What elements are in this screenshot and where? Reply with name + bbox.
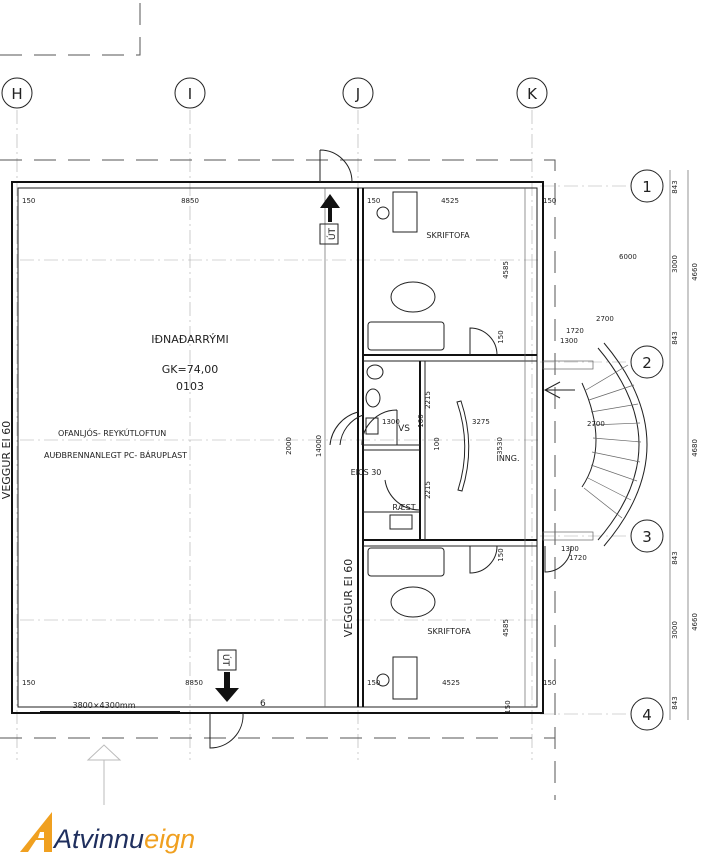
dimension-label: 843 <box>671 331 679 344</box>
grid-label: 2 <box>642 354 652 372</box>
dimension-label: 150 <box>22 197 35 205</box>
dimension-label: 1300 <box>382 418 400 426</box>
logo: Atvinnueign <box>18 810 195 854</box>
exit-arrow-up-icon <box>319 194 340 245</box>
grid-label: 4 <box>642 706 652 724</box>
furniture <box>365 191 470 700</box>
dimension-label: 150 <box>504 700 512 713</box>
exit-label: ÚT <box>326 227 338 240</box>
dimension-label: 4680 <box>691 439 699 457</box>
wall-label: VEGGUR EI 60 <box>0 421 13 499</box>
room-name: IÐNAÐARRÝMI <box>151 333 228 346</box>
dimension-label: 150 <box>497 548 505 561</box>
dimension-label: 100 <box>433 437 441 450</box>
room-number: 0103 <box>176 380 204 393</box>
dimension-label: 150 <box>367 197 380 205</box>
room-name: RÆST <box>392 503 415 512</box>
roof-outline <box>0 0 141 56</box>
logo-text: Atvinnueign <box>54 824 195 854</box>
dimension-label: 4585 <box>502 619 510 637</box>
garage-door-label: 3800×4300mm <box>72 701 135 710</box>
dimension-label: 843 <box>671 696 679 709</box>
grid-label: H <box>11 85 22 103</box>
dimension-label: 150 <box>367 679 380 687</box>
dimension-label: 4585 <box>502 261 510 279</box>
dimension-label: 6000 <box>619 253 637 261</box>
dimension-label: 2700 <box>587 420 605 428</box>
dimension-label: 2000 <box>285 437 293 455</box>
dimension-label: 1720 <box>566 327 584 335</box>
room-note: OFANLJÓS- REYKÚTLOFTUN <box>58 427 166 438</box>
dimension-label: 843 <box>671 180 679 193</box>
room-name: SKRIFTOFA <box>427 627 471 636</box>
logo-mark-icon <box>20 812 52 852</box>
dimension-label: 4525 <box>442 679 460 687</box>
dimension-label: 1720 <box>569 554 587 562</box>
dimension-label: 150 <box>22 679 35 687</box>
dimension-label: 150 <box>497 330 505 343</box>
exit-arrow-down-icon <box>215 649 239 702</box>
room-name: VS <box>398 424 410 434</box>
dimension-label: 4660 <box>691 613 699 631</box>
grid-label: K <box>527 85 538 103</box>
dimension-label: 3000 <box>671 621 679 639</box>
dimension-label: 150 <box>543 197 556 205</box>
dimension-label: 3000 <box>671 255 679 273</box>
doors <box>209 149 572 749</box>
roof-outline <box>0 159 556 800</box>
grid-label: J <box>355 85 360 103</box>
dimensions: 150 8850 150 4525 150 150 8850 150 4525 … <box>22 170 699 720</box>
exit-label: ÚT <box>220 654 232 667</box>
dimension-label: 4525 <box>441 197 459 205</box>
dimension-label: 14000 <box>315 435 323 457</box>
dimension-label: 3275 <box>472 418 490 426</box>
dimension-label: 3530 <box>496 437 504 455</box>
grid-label: I <box>188 85 192 103</box>
door-rating: EICS 30 <box>351 468 382 477</box>
grid-label: 1 <box>642 178 652 196</box>
dimension-label: 843 <box>671 551 679 564</box>
grid-label: 3 <box>642 528 652 546</box>
room-name: SKRIFTOFA <box>426 231 470 240</box>
curved-stair <box>542 342 648 547</box>
room-area: GK=74,00 <box>162 363 218 376</box>
dimension-label: 100 <box>417 414 425 427</box>
wall-label: VEGGUR EI 60 <box>342 559 355 637</box>
dimension-label: 2215 <box>424 481 432 499</box>
logo-text-primary: Atvinnu <box>54 824 145 854</box>
dimension-label: 150 <box>543 679 556 687</box>
dimension-label: 4660 <box>691 263 699 281</box>
logo-text-accent: eign <box>144 824 196 854</box>
entrance-arrow-icon <box>86 744 122 805</box>
room-note: AUÐBRENNANLEGT PC- BÁRUPLAST <box>44 449 187 460</box>
room-name: INNG. <box>496 454 519 463</box>
dimension-label: 1300 <box>560 337 578 345</box>
dimension-label: 2215 <box>424 391 432 409</box>
dimension-label: 8850 <box>185 679 203 687</box>
dimension-label: 1300 <box>561 545 579 553</box>
note-marker: 6 <box>260 699 266 709</box>
grid-bubbles: H I J K 1 2 3 4 <box>1 77 664 731</box>
dimension-label: 8850 <box>181 197 199 205</box>
dimension-label: 2700 <box>596 315 614 323</box>
